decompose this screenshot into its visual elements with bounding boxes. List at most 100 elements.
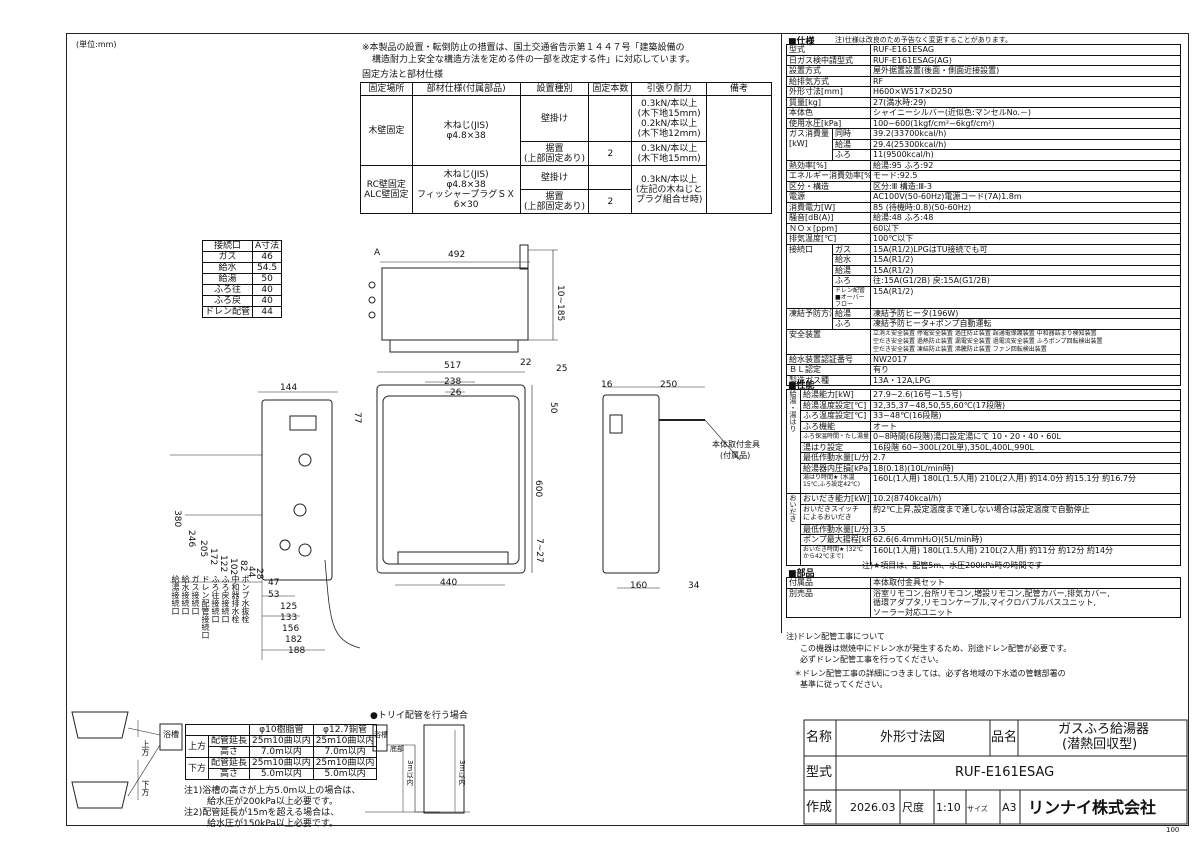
perf-value: 0~8時間(6段階)湯口設定湯にて 10・20・40・60L (870, 431, 1181, 443)
perf-title: ■性能 (788, 381, 815, 391)
top-view-body (381, 267, 529, 341)
dim-82: 82 (238, 560, 248, 572)
spec-sublabel: 給湯 (832, 264, 871, 276)
spec-value: RUF-E161ESAG(AG) (870, 54, 1181, 66)
bath-header: φ10樹脂管 (249, 724, 314, 736)
bath-cell: 5.0m以内 (249, 768, 314, 780)
bath-note-1: 注1)浴槽の高さが上方5.0m以上の場合は、 (184, 786, 361, 796)
drain-note-4: ＊ドレン配管工事の詳細につきましては、必ず各地域の下水道の管轄部署の (794, 669, 1066, 678)
bath-row-label: 配管延長 (208, 757, 251, 769)
spec-value: 給湯:95 ふろ:92 (870, 159, 1181, 171)
bath-row-label: 高さ (208, 768, 251, 780)
notice-line-2: 構造耐力上安全な構造方法を定める件の一部を改定する件」に対応しています。 (372, 55, 695, 65)
bath-cell: 25m10曲以内 (249, 757, 314, 769)
spec-title: ■仕様 (788, 37, 815, 47)
dim-26: 26 (450, 388, 462, 398)
perf-value: 160L(1人用) 180L(1.5人用) 210L(2人用) 約11分 約12… (870, 544, 1181, 566)
parts-label: 別売品 (786, 587, 871, 618)
spec-value: モード:92.5 (870, 170, 1181, 182)
dim-16: 16 (601, 380, 613, 390)
fix-strength-wood-floor: 0.3kN/本以上(木下地15mm) (631, 141, 707, 166)
spec-sublabel: ガス (832, 243, 871, 255)
perf-value: 33~48℃(16段階) (870, 410, 1181, 422)
spec-divider (781, 33, 782, 633)
spec-value-safety: 立消え安全装置 停電安全装置 過圧防止装置 誤通電保護装置 中和器詰まり検知装置… (870, 328, 1181, 355)
left-view-body (261, 399, 333, 581)
perf-side-label: おいだき (786, 493, 801, 566)
parts-table: 付属品本体取付金具セット 別売品浴室リモコン,台所リモコン,増設リモコン,配管カ… (786, 577, 1181, 618)
dim-205: 205 (198, 540, 208, 558)
bath-cell: 25m10曲以内 (312, 757, 378, 769)
notice-line-1: ※本製品の設置・転倒防止の措置は、国土交通省告示第１４４７号「建築設備の (362, 43, 685, 53)
conn-cell: 44 (252, 306, 283, 318)
bath-row-label: 高さ (208, 746, 251, 758)
spec-value: 100~600(1kgf/cm²~6kgf/cm²) (870, 117, 1181, 129)
perf-value: 32,35,37~48,50,55,60℃(17段階) (870, 399, 1181, 411)
perf-label: おいだきスイッチ によるおいだき (800, 503, 871, 525)
bath-lower-label: 下方 (141, 780, 150, 796)
parts-label: 付属品 (786, 577, 871, 589)
spec-value: RF (870, 75, 1181, 87)
spec-value: 13A・12A,LPG (870, 374, 1181, 386)
dim-238: 238 (444, 377, 462, 387)
spec-value: H600×W517×D250 (870, 86, 1181, 98)
bath-header (184, 724, 251, 736)
port-label: ふろ往接続口 (211, 575, 220, 623)
spec-label: 日ガス検中請型式 (786, 54, 871, 66)
title-block-frame (803, 719, 1188, 825)
dim-125: 125 (280, 602, 298, 612)
company-name: リンナイ株式会社 (1028, 798, 1157, 817)
page-code: 100 (1166, 826, 1180, 834)
dim-440: 440 (440, 578, 458, 588)
spec-label: 消費電力[W] (786, 201, 871, 213)
unit-note: (単位:mm) (76, 40, 117, 49)
spec-value: 15A(R1/2) (870, 254, 1181, 266)
tb-model-value: RUF-E161ESAG (955, 765, 1055, 780)
perf-value: 約2℃上昇,設定温度まで達しない場合は設定温度で自動停止 (870, 503, 1181, 525)
spec-sublabel: 給湯 (832, 138, 871, 150)
spec-sublabel: ふろ (832, 149, 871, 161)
perf-value: オート (870, 420, 1181, 432)
dim-517: 517 (444, 361, 462, 371)
dim-182: 182 (285, 635, 303, 645)
spec-value: RUF-E161ESAG (870, 44, 1181, 56)
fix-strength-rc: 0.3kN/本以上(左記の木ねじとプラグ組合せ時) (631, 165, 707, 214)
spec-label: 騒音[dB(A)] (786, 212, 871, 224)
spec-value: シャイニーシルバー(近似色:マンセルNo.－) (870, 107, 1181, 119)
spec-label: エネルギー消費効率[%] (786, 170, 871, 182)
tb-name-value: 外形寸法図 (880, 730, 946, 745)
bath-cell: 25m10曲以内 (312, 735, 378, 747)
sheet-border (66, 33, 1189, 826)
spec-label: 型式 (786, 44, 871, 56)
perf-label: 湯はり時間★ (水温15℃,ふろ設定42℃) (800, 473, 871, 494)
spec-value: 15A(R1/2)LPGはTU接続でも可 (870, 243, 1181, 255)
fix-count-empty (588, 165, 633, 190)
fix-table: 固定場所 部材仕様(付属部品) 設置種別 固定本数 引張り耐力 備考 木壁固定 … (360, 82, 772, 214)
bracket-label-2: (付属品) (720, 451, 751, 460)
dim-47: 47 (268, 578, 280, 588)
trap-tub-label: 浴槽 (374, 731, 388, 739)
spec-value: NW2017 (870, 353, 1181, 365)
bath-cell: 7.0m以内 (312, 746, 378, 758)
trap-title: ●トリイ配管を行う場合 (370, 711, 468, 721)
spec-value: 凍結予防ヒータ(196W) (870, 307, 1181, 319)
perf-label: おいだき能力[kW] (800, 493, 871, 505)
bath-tub-label: 浴槽 (163, 730, 179, 739)
dim-22: 22 (520, 358, 532, 368)
spec-sublabel: 給水 (832, 254, 871, 266)
perf-value: 2.7 (870, 452, 1181, 464)
perf-label: ふろ保温時間・たし湯量 (800, 431, 871, 443)
spec-label: 接続口 (786, 243, 833, 309)
perf-label: 最低作動水量[L/分] (800, 523, 871, 535)
parts-title: ■部品 (788, 569, 815, 579)
perf-label: ポンプ最大揚程[kPa] (800, 534, 871, 546)
dim-160: 160 (630, 581, 648, 591)
dim-34: 34 (688, 581, 700, 591)
perf-label: 最低作動水量[L/分] (800, 452, 871, 464)
dim-250: 250 (660, 380, 678, 390)
perf-label: 湯はり設定 (800, 441, 871, 453)
port-label: 中和器排水栓 (231, 575, 240, 623)
tb-scale-value: 1:10 (936, 801, 961, 814)
